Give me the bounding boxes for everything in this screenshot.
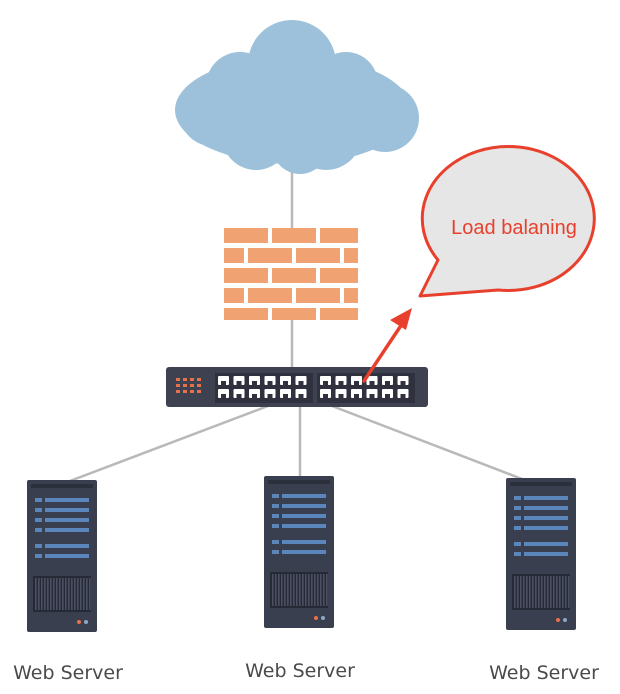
- link-switch-server-right: [331, 404, 536, 486]
- network-links: [61, 168, 536, 486]
- server-label-right: Web Server: [489, 662, 599, 684]
- server-label-middle: Web Server: [245, 660, 355, 682]
- cloud-icon: [175, 20, 419, 174]
- network-switch-icon: [166, 367, 428, 407]
- server-label-left: Web Server: [13, 662, 123, 684]
- switch-status-leds: [176, 378, 201, 393]
- callout-label: Load balaning: [451, 217, 577, 239]
- server-left-icon: [27, 480, 97, 632]
- server-middle-icon: [264, 476, 334, 628]
- server-right-icon: [506, 478, 576, 630]
- link-switch-server-left: [61, 404, 269, 486]
- callout-arrow: [362, 308, 412, 383]
- firewall-icon: [224, 228, 358, 320]
- callout-bubble: [418, 145, 596, 298]
